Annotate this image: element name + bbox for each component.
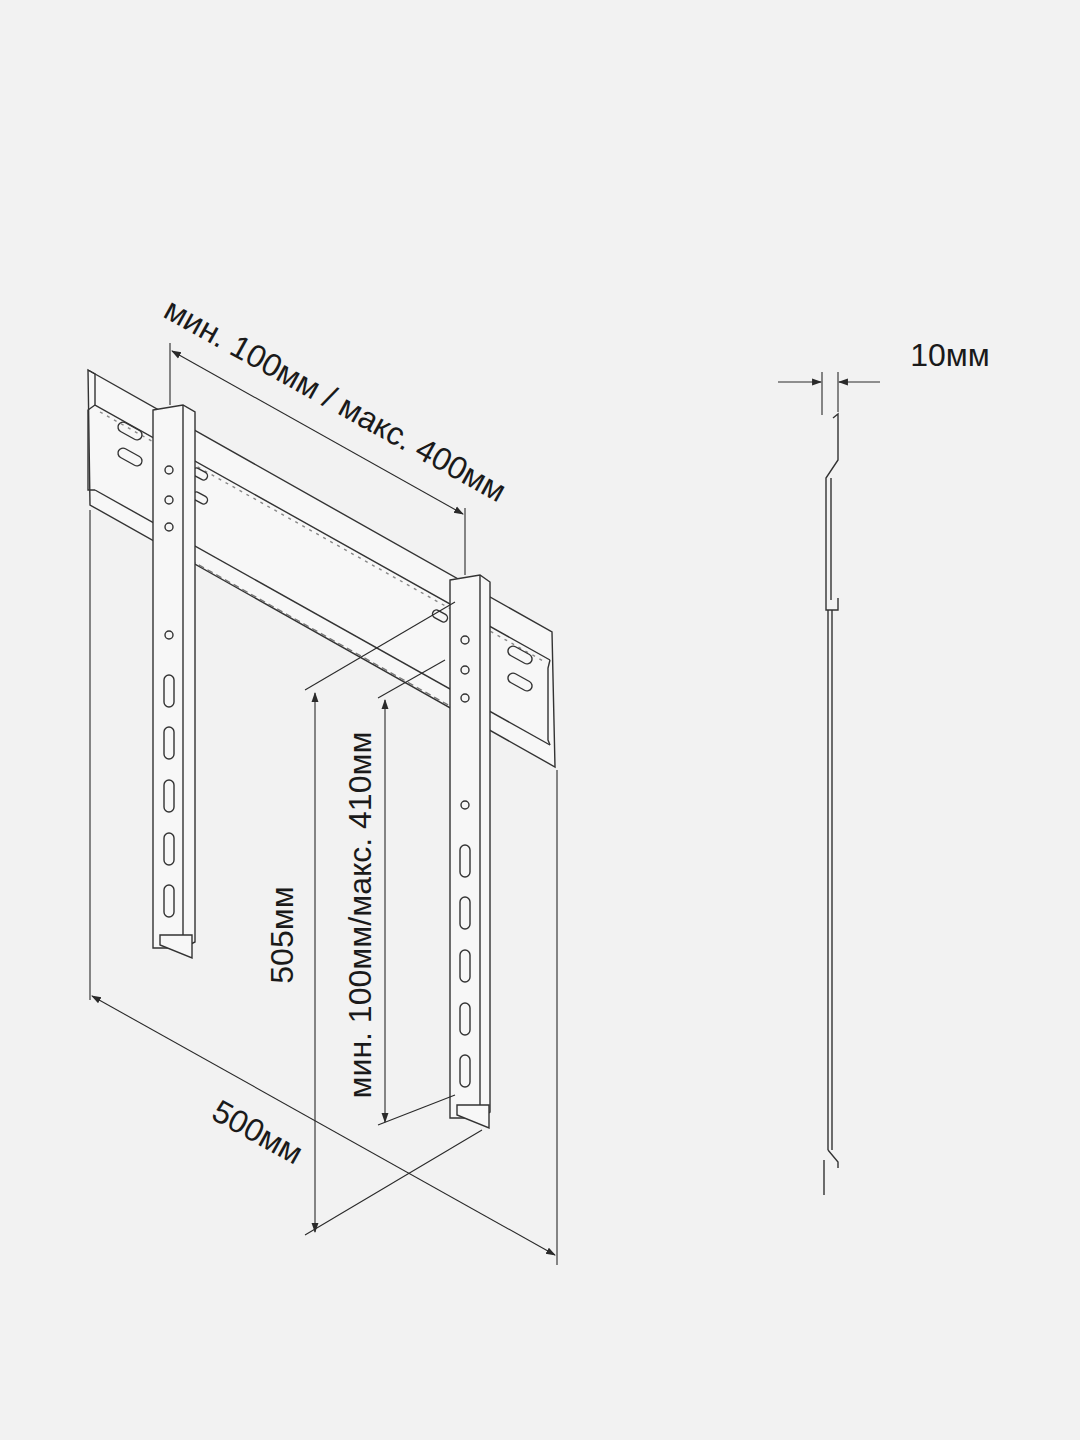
- vertical-arm: [153, 405, 195, 958]
- dimension-label: 10мм: [910, 339, 990, 371]
- dimension-label: 500мм: [208, 1094, 309, 1169]
- vertical-arm: [450, 575, 490, 1128]
- side-view: [824, 414, 838, 1195]
- dimension-label: 505мм: [266, 886, 298, 983]
- dimension-label: мин. 100мм/макс. 410мм: [344, 732, 376, 1099]
- dimension-label: мин. 100мм / макс. 400мм: [159, 293, 511, 508]
